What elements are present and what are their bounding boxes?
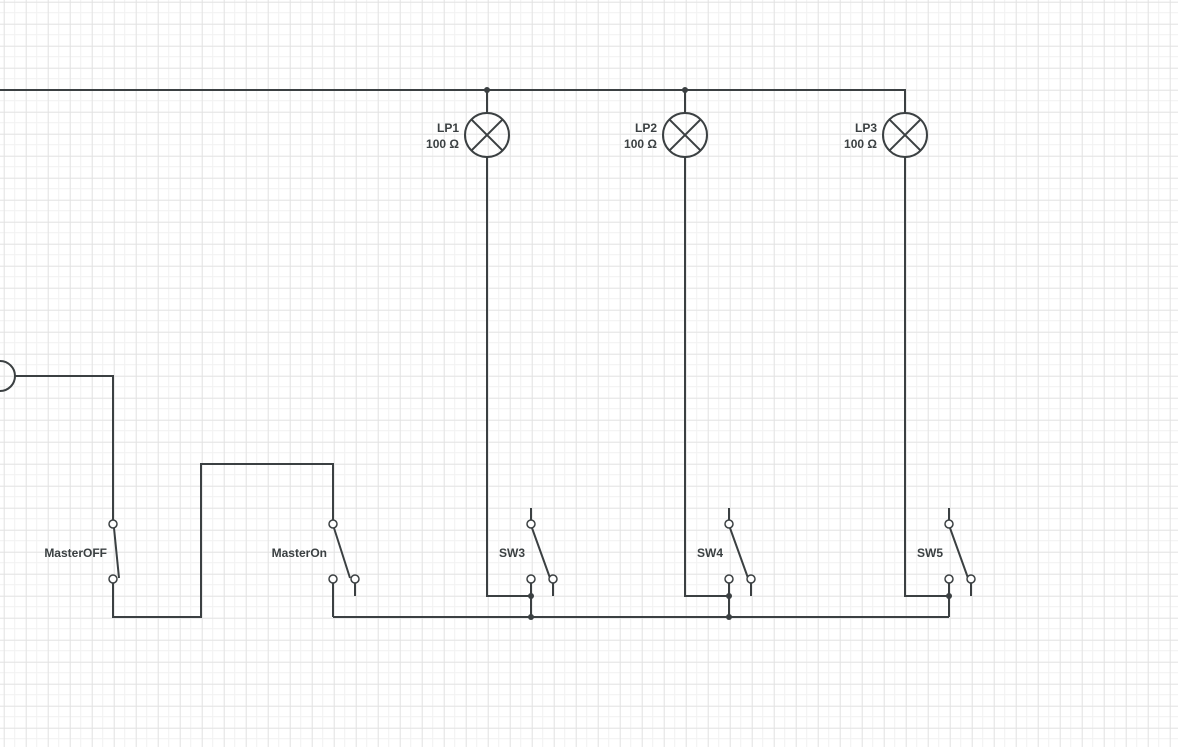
lamp-value: 100 Ω	[426, 137, 459, 151]
lamp-lp3[interactable]: LP3 100 Ω	[844, 112, 928, 158]
master-wires[interactable]	[15, 375, 334, 618]
lamp-lp1[interactable]: LP1 100 Ω	[426, 112, 510, 158]
top-bus-wire[interactable]	[0, 89, 906, 113]
switch-sw5[interactable]: SW5	[917, 508, 976, 596]
switch-label: SW3	[499, 546, 525, 560]
lamp-value: 100 Ω	[624, 137, 657, 151]
lamp-return-wires[interactable]	[486, 157, 949, 597]
source-symbol[interactable]	[0, 360, 16, 392]
switch-label: SW4	[697, 546, 723, 560]
lamp-name: LP2	[635, 121, 657, 135]
switch-masteron[interactable]: MasterOn	[272, 519, 360, 596]
switch-sw3[interactable]: SW3	[499, 508, 558, 596]
switch-label: MasterOn	[272, 546, 327, 560]
lamp-value: 100 Ω	[844, 137, 877, 151]
lamp-name: LP1	[437, 121, 459, 135]
switch-label: SW5	[917, 546, 943, 560]
wires	[0, 89, 950, 618]
lamp-lp2[interactable]: LP2 100 Ω	[624, 112, 708, 158]
lamp-name: LP3	[855, 121, 877, 135]
switch-masteroff[interactable]: MasterOFF	[44, 519, 120, 584]
switch-sw4[interactable]: SW4	[697, 508, 756, 596]
switch-label: MasterOFF	[44, 546, 107, 560]
